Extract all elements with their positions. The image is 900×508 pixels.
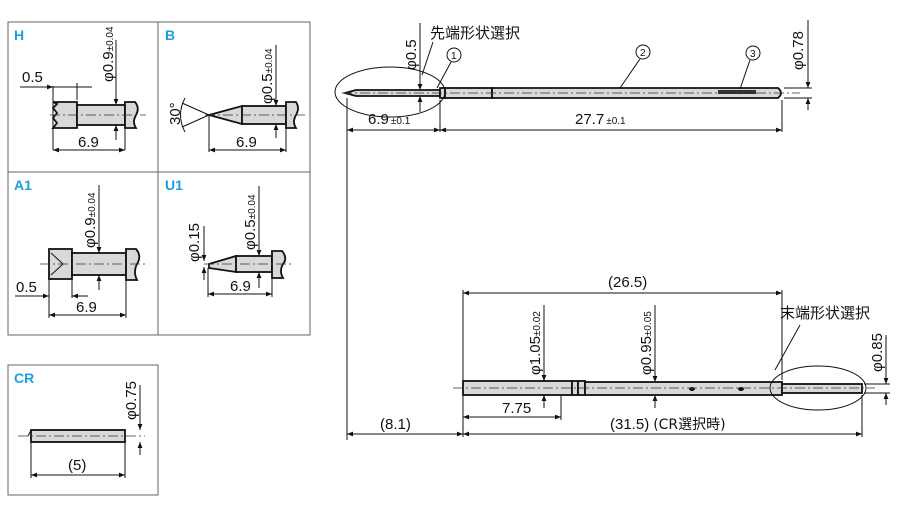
tip-option-b: B 30° φ0.5±0.04 6.9 <box>165 27 306 153</box>
tip-selection-ellipse <box>334 66 446 118</box>
option-code: B <box>165 27 175 43</box>
step-dim: 0.5 <box>16 279 37 296</box>
tail-dia-dim: φ0.85 <box>869 333 886 372</box>
marker-3: 3 <box>739 45 761 90</box>
dia-dim: φ0.9±0.04 <box>82 192 99 248</box>
body-dia-dim: φ0.95±0.05 <box>638 311 655 375</box>
length-dim: (5) <box>68 457 86 474</box>
tail-selection-label: 末端形状選択 <box>780 304 870 322</box>
tail-selection-ellipse <box>769 365 867 411</box>
marker-2: 2 <box>619 44 651 89</box>
svg-text:1: 1 <box>451 51 457 62</box>
overall-length-dim: (26.5) <box>608 274 647 291</box>
option-code: CR <box>14 370 34 386</box>
marker-1: 1 <box>436 47 462 89</box>
tip-option-h: H 0.5 φ0.9±0.04 6.9 <box>14 26 146 153</box>
length-dim: 6.9 <box>230 278 251 295</box>
barrel-drawing: 末端形状選択 (26.5) φ1.05±0.02 φ0.95±0.05 φ0.8… <box>347 274 890 437</box>
dia-dim: φ0.5±0.04 <box>242 194 259 250</box>
tail-option-cr: CR φ0.75 (5) <box>7 364 159 496</box>
tip-option-u1: U1 φ0.15 φ0.5±0.04 6.9 <box>165 177 292 297</box>
flange-dia-dim: φ1.05±0.02 <box>527 311 544 375</box>
tip-dia-dim: φ0.15 <box>186 223 203 262</box>
body-dia-dim: φ0.78 <box>790 31 807 70</box>
body-length-dim: 27.7±0.1 <box>575 111 626 128</box>
flange-position-dim: 7.75 <box>502 400 531 417</box>
dia-dim: φ0.75 <box>123 381 140 420</box>
length-dim: 6.9 <box>76 299 97 316</box>
knurl-mark <box>718 90 756 94</box>
option-code: A1 <box>14 177 32 193</box>
total-length-dim: (31.5)(CR選択時) <box>610 416 726 433</box>
length-dim: 6.9 <box>236 134 257 151</box>
tip-option-a1: A1 φ0.9±0.04 0.5 6.9 <box>14 177 146 318</box>
tip-selection-label: 先端形状選択 <box>430 24 520 42</box>
offset-dim: (8.1) <box>380 416 411 433</box>
length-dim: 6.9 <box>78 134 99 151</box>
tip-dia-dim: φ0.5 <box>403 39 420 70</box>
option-code: U1 <box>165 177 183 193</box>
svg-text:3: 3 <box>750 49 756 60</box>
tip-length-dim: 6.9±0.1 <box>368 111 411 128</box>
dia-dim: φ0.9±0.04 <box>100 26 117 82</box>
tip-options-panel <box>7 21 311 336</box>
angle-dim: 30° <box>167 102 184 125</box>
option-code: H <box>14 27 24 43</box>
step-dim: 0.5 <box>22 69 43 86</box>
svg-text:2: 2 <box>640 48 646 59</box>
dia-dim: φ0.5±0.04 <box>259 48 276 104</box>
plunger-drawing: 先端形状選択 φ0.5 1 2 3 φ0.78 6.9±0.1 27 <box>334 20 812 440</box>
